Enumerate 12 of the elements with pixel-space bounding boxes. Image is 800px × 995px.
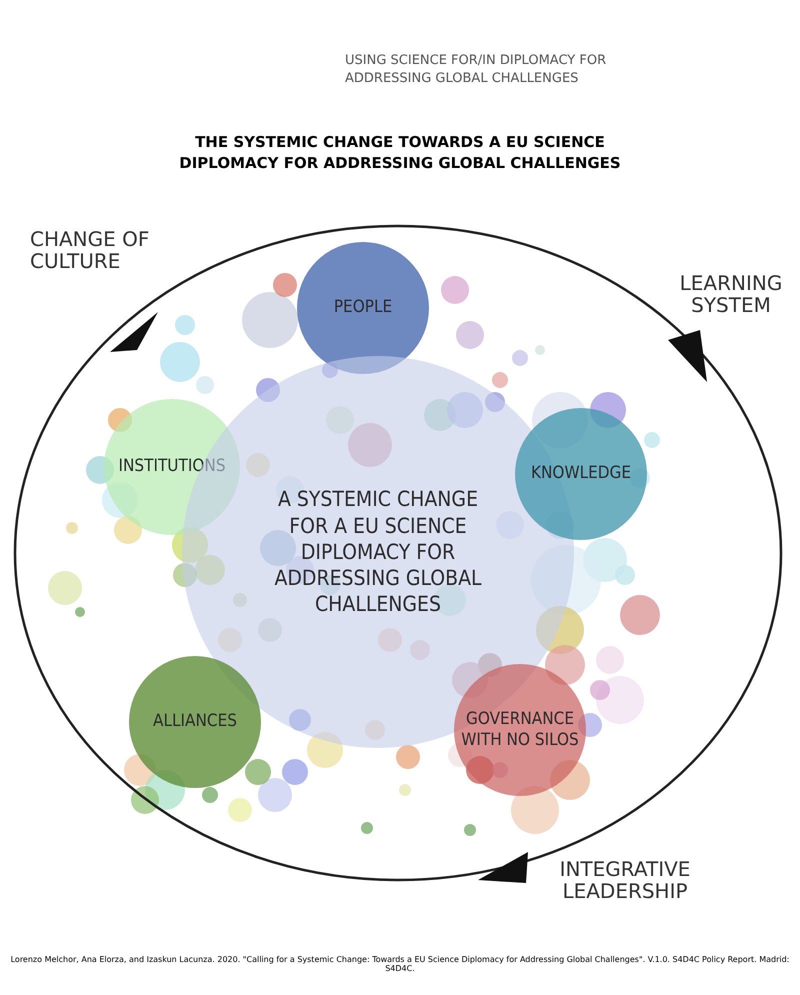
node-label: GOVERNANCE WITH NO SILOS	[460, 708, 580, 752]
stage-label: INTEGRATIVE LEADERSHIP	[558, 858, 692, 902]
node-label: A SYSTEMIC CHANGE FOR A EU SCIENCE DIPLOMACY FOR ADDRESSING GLOBAL CHALLENGES	[273, 486, 483, 618]
stage-label: CHANGE OF CULTURE	[30, 228, 150, 272]
node-label: KNOWLEDGE	[530, 463, 632, 485]
node-label: ALLIANCES	[153, 711, 237, 733]
node-label: INSTITUTIONS	[118, 456, 226, 478]
stage-label: LEARNING SYSTEM	[678, 272, 784, 316]
tagline: USING SCIENCE FOR/IN DIPLOMACY FOR ADDRESSING GLOBAL CHALLENGES	[345, 52, 608, 88]
caption: Lorenzo Melchor, Ana Elorza, and Izaskun Lacunza. 2020. "Calling for a Systemic Change: Towards a EU Science Diplomacy for Addressing Global Challenges". V.1.0. S4D4C Policy Report. Madrid: S4D4C.	[10, 955, 790, 973]
title: THE SYSTEMIC CHANGE TOWARDS A EU SCIENCE DIPLOMACY FOR ADDRESSING GLOBAL CHALLENGES	[178, 132, 622, 174]
node-label: PEOPLE	[334, 297, 392, 319]
